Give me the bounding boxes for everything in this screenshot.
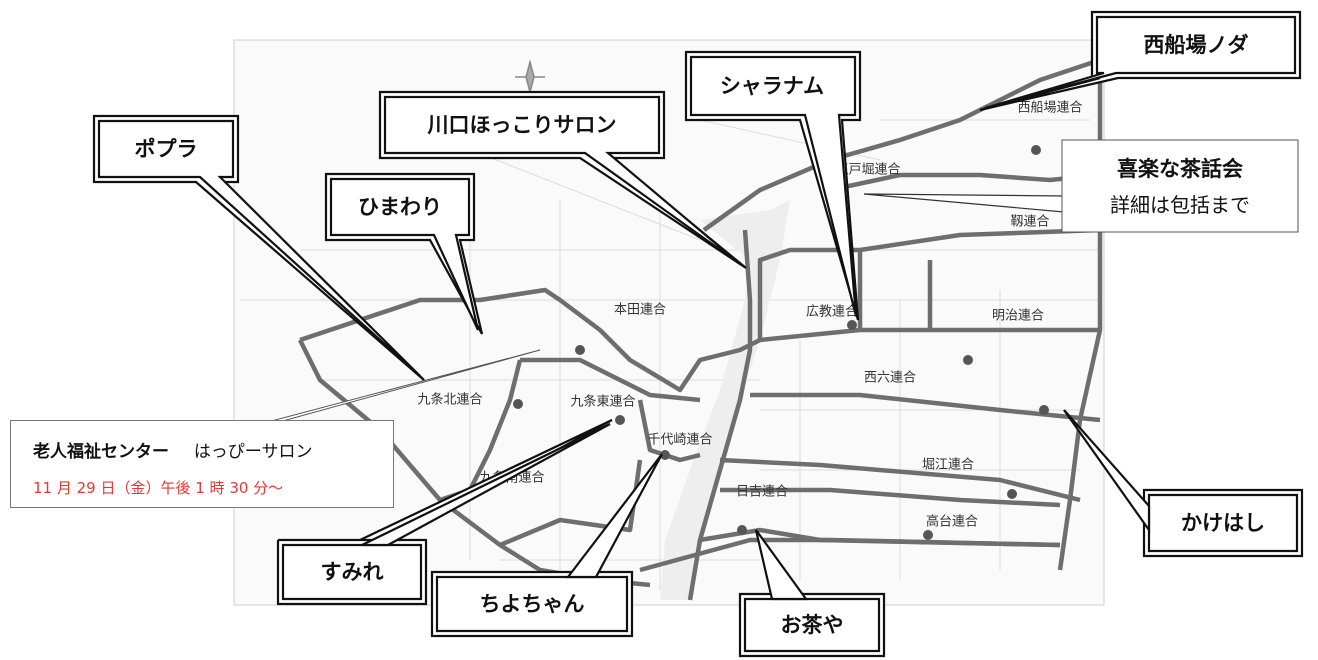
district-label-honden: 本田連合 [614, 303, 666, 318]
map-marker [1039, 405, 1049, 415]
callout-ochaya[interactable]: お茶や [738, 529, 886, 658]
callout-center[interactable]: 老人福祉センター はっぴーサロン 11 月 29 日（金）午後 1 時 30 分… [10, 420, 394, 508]
salon-label: お茶や [781, 613, 844, 637]
map-marker [513, 399, 523, 409]
map-marker [1031, 145, 1041, 155]
map-marker [1007, 489, 1017, 499]
salon-label: かけはし [1181, 511, 1265, 535]
district-label-nishifunaba: 西船場連合 [1017, 101, 1082, 116]
landmark-markers [513, 145, 1049, 540]
center-name: 老人福祉センター [33, 442, 169, 462]
map-marker [660, 450, 670, 460]
district-label-chiyozaki: 千代崎連合 [647, 433, 712, 448]
salon-label: シャラナム [720, 74, 824, 98]
callout-chiyochan[interactable]: ちよちゃん [430, 453, 663, 638]
district-boundaries [297, 57, 1103, 601]
callout-nishifunaba[interactable]: 西船場ノダ [979, 10, 1302, 112]
map-marker [615, 415, 625, 425]
district-label-horie: 堀江連合 [922, 458, 974, 473]
district-label-utsubo: 靱連合 [1010, 215, 1049, 230]
district-label-meiji: 明治連合 [992, 309, 1044, 324]
map-marker [923, 530, 933, 540]
callout-himawari[interactable]: ひまわり [324, 172, 484, 335]
callout-popura[interactable]: ポプラ [92, 114, 425, 381]
district-label-hiyoshi: 日吉連合 [736, 485, 788, 500]
callout-kakehashi[interactable]: かけはし [1063, 409, 1304, 558]
salon-label: 川口ほっこりサロン [427, 113, 617, 137]
district-label-kujokita: 九条北連合 [417, 392, 482, 408]
river [660, 200, 790, 600]
map-marker [737, 525, 747, 535]
kiraku-note: 詳細は包括まで [1110, 193, 1250, 217]
center-datetime: 11 月 29 日（金）午後 1 時 30 分～ [33, 479, 284, 497]
callout-kawaguchi[interactable]: 川口ほっこりサロン [378, 90, 747, 269]
center-salon: はっぴーサロン [193, 442, 313, 462]
salon-label: 西船場ノダ [1144, 33, 1249, 57]
map-marker [575, 345, 585, 355]
callout-kiraku[interactable]: 喜楽な茶話会 詳細は包括まで [863, 139, 1299, 233]
salon-label: ポプラ [135, 137, 198, 161]
salon-label: ちよちゃん [480, 592, 585, 616]
callout-sharanamu[interactable]: シャラナム [684, 50, 862, 321]
salon-label: ひまわり [358, 195, 442, 219]
district-label-takadai: 高台連合 [926, 514, 978, 530]
district-label-kujohigashi: 九条東連合 [570, 394, 635, 410]
callout-sumire[interactable]: すみれ [276, 419, 613, 606]
district-label-nishiroku: 西六連合 [864, 371, 916, 386]
kiraku-title: 喜楽な茶話会 [1117, 157, 1243, 181]
salon-label: すみれ [321, 560, 384, 584]
map-marker [963, 355, 973, 365]
map-marker [847, 320, 857, 330]
district-label-koukyo: 広教連合 [806, 304, 858, 320]
district-label-edobori: 江戸堀連合 [835, 163, 900, 178]
